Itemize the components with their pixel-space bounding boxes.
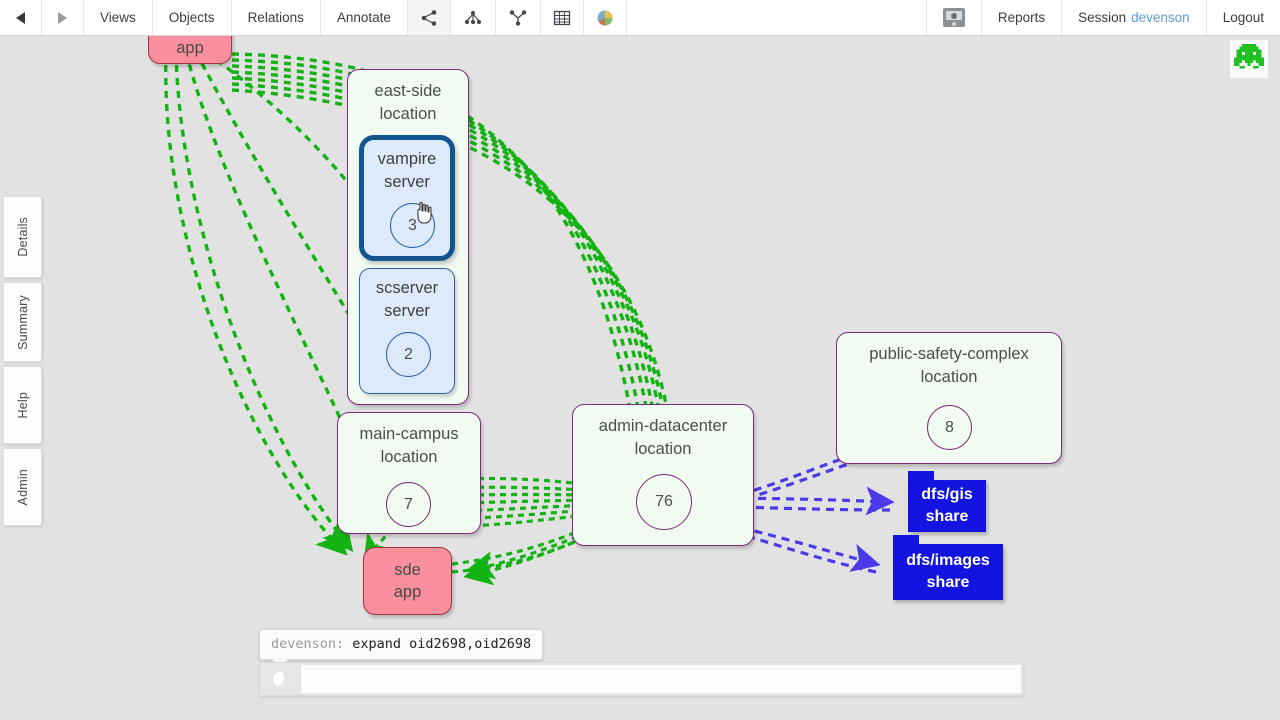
- space-invader-logo: [1230, 40, 1268, 78]
- node-vampire-server[interactable]: vampire server 3: [359, 135, 455, 261]
- node-admin-datacenter-location-count[interactable]: 76: [636, 474, 692, 530]
- sidebar-item-summary-label: Summary: [15, 294, 30, 350]
- tree-icon: [509, 9, 527, 26]
- menu-relations-label: Relations: [247, 10, 304, 25]
- command-tooltip: devenson: expand oid2698,oid2698: [259, 629, 544, 660]
- logout-button[interactable]: Logout: [1205, 0, 1280, 35]
- left-sidebar-tabs: Details Summary Help Admin: [4, 196, 42, 530]
- menu-views[interactable]: Views: [84, 0, 153, 35]
- menu-objects-label: Objects: [168, 10, 215, 25]
- screen-capture-button[interactable]: [925, 0, 981, 35]
- node-sde-app[interactable]: sde app: [363, 547, 452, 615]
- palette-button[interactable]: [584, 0, 627, 35]
- node-main-campus-location-label: main-campus location: [359, 425, 459, 466]
- share-graph-button[interactable]: [407, 0, 451, 35]
- edge-app-to-admin-datacenter: [231, 52, 690, 482]
- space-invader-icon: [1234, 44, 1264, 69]
- node-main-campus-location[interactable]: main-campus location 7: [337, 412, 481, 534]
- sidebar-item-help-label: Help: [15, 391, 30, 419]
- tree-button[interactable]: [496, 0, 541, 35]
- node-public-safety-complex-location-count[interactable]: 8: [927, 405, 972, 450]
- reports-button[interactable]: Reports: [980, 0, 1061, 35]
- node-dfs-gis-share-label: dfs/gis share: [921, 485, 973, 525]
- command-tooltip-user: devenson:: [271, 636, 345, 652]
- sidebar-item-details-label: Details: [15, 217, 30, 257]
- toolbar-right-group: Reports Session devenson Logout: [925, 0, 1280, 35]
- palette-icon: [597, 10, 613, 25]
- command-tooltip-text: expand oid2698,oid2698: [344, 636, 532, 652]
- session-username: devenson: [1131, 10, 1190, 25]
- edge-app-to-sde-app-a: [174, 51, 354, 552]
- node-app-top[interactable]: app: [148, 36, 232, 64]
- node-vampire-server-label: vampire server: [377, 150, 437, 191]
- command-input[interactable]: [300, 665, 1021, 693]
- share-graph-icon: [421, 9, 437, 26]
- menu-annotate-label: Annotate: [336, 10, 391, 25]
- sidebar-item-help[interactable]: Help: [4, 366, 42, 444]
- toolbar-spacer: [627, 0, 926, 35]
- session-label: Session: [1078, 10, 1127, 25]
- table-icon: [553, 10, 571, 25]
- node-dfs-images-share-label: dfs/images share: [906, 551, 990, 591]
- menu-annotate[interactable]: Annotate: [321, 0, 408, 35]
- menu-objects[interactable]: Objects: [153, 0, 232, 35]
- node-app-top-label: app: [176, 38, 204, 57]
- menu-views-label: Views: [100, 10, 136, 25]
- table-button[interactable]: [541, 0, 584, 35]
- sidebar-item-admin[interactable]: Admin: [4, 448, 42, 526]
- nav-back-button[interactable]: [0, 0, 42, 35]
- node-main-campus-location-count[interactable]: 7: [386, 482, 431, 527]
- edge-dfs-images-to-admin-datacenter: [707, 518, 877, 574]
- node-admin-datacenter-location-label: admin-datacenter location: [598, 417, 728, 458]
- top-toolbar: Views Objects Relations Annotate: [0, 0, 1280, 36]
- graph-canvas[interactable]: bundle sweeping right to admin-datacente…: [0, 36, 1280, 720]
- screen-capture-icon: [942, 8, 965, 27]
- node-admin-datacenter-location[interactable]: admin-datacenter location 76: [572, 404, 754, 546]
- reports-label: Reports: [997, 10, 1046, 25]
- edge-admin-datacenter-to-dfs-gis: [701, 486, 895, 516]
- hierarchy-button[interactable]: [451, 0, 496, 35]
- node-scserver-server-count[interactable]: 2: [386, 332, 431, 377]
- graph-edges: bundle sweeping right to admin-datacente…: [164, 50, 905, 586]
- sidebar-item-summary[interactable]: Summary: [4, 282, 42, 362]
- node-public-safety-complex-location-label: public-safety-complex location: [869, 345, 1029, 386]
- forward-arrow-icon: [58, 11, 67, 24]
- loading-moon-icon: [269, 668, 291, 690]
- sidebar-item-details[interactable]: Details: [4, 196, 42, 278]
- session-indicator[interactable]: Session devenson: [1061, 0, 1206, 35]
- edge-app-to-sde-app-b: [164, 51, 348, 556]
- edge-admin-datacenter-to-dfs-images: [699, 516, 881, 572]
- node-scserver-server-label: scserver server: [375, 279, 439, 320]
- hierarchy-icon: [464, 10, 481, 24]
- node-dfs-gis-share[interactable]: dfs/gis share: [908, 471, 986, 532]
- node-scserver-server[interactable]: scserver server 2: [359, 268, 455, 394]
- node-sde-app-label: sde app: [393, 560, 422, 601]
- logout-label: Logout: [1222, 10, 1264, 25]
- command-spinner: [260, 663, 300, 695]
- node-east-side-location-label: east-side location: [374, 82, 442, 123]
- command-bar: [259, 662, 1024, 696]
- node-public-safety-complex-location[interactable]: public-safety-complex location 8: [836, 332, 1062, 464]
- node-vampire-server-count[interactable]: 3: [390, 203, 435, 248]
- sidebar-item-admin-label: Admin: [15, 468, 30, 506]
- back-arrow-icon: [16, 11, 25, 24]
- node-dfs-images-share[interactable]: dfs/images share: [893, 535, 1003, 600]
- menu-relations[interactable]: Relations: [232, 0, 321, 35]
- nav-forward-button[interactable]: [42, 0, 84, 35]
